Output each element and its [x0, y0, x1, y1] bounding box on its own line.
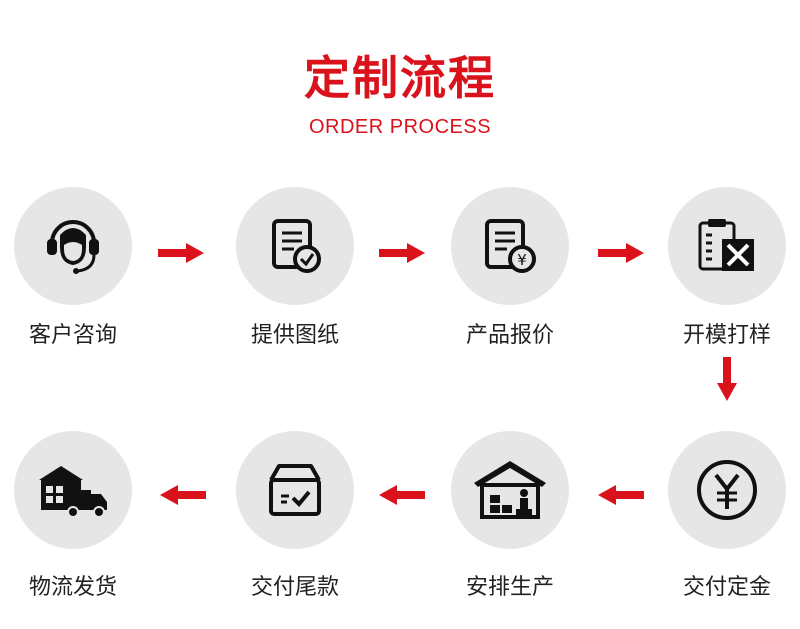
step-label-production: 安排生产 [465, 575, 554, 600]
arrow-left-icon [160, 485, 206, 505]
arrow-right-icon [598, 243, 644, 263]
arrow-down-icon [717, 357, 737, 401]
arrow-right-icon [379, 243, 425, 263]
clipboard-tools-icon [698, 219, 754, 271]
step-label-deposit: 交付定金 [682, 575, 771, 600]
step-label-mold: 开模打样 [682, 323, 771, 348]
step-label-final-payment: 交付尾款 [250, 575, 339, 600]
step-circle-drawings [236, 187, 354, 305]
step-circle-deposit [668, 431, 786, 549]
arrow-right-icon [158, 243, 204, 263]
headset-agent-icon [47, 220, 99, 274]
step-label-drawings: 提供图纸 [250, 323, 339, 348]
step-circle-shipping [14, 431, 132, 549]
document-yen-icon: ¥ [485, 219, 536, 273]
step-circle-final-payment [236, 431, 354, 549]
step-label-shipping: 物流发货 [28, 575, 117, 600]
step-circle-production [451, 431, 569, 549]
svg-text:¥: ¥ [517, 251, 527, 269]
step-circle-quote: ¥ [451, 187, 569, 305]
step-circle-mold [668, 187, 786, 305]
page-title: 定制流程 [304, 51, 496, 105]
step-label-consult: 客户咨询 [28, 323, 117, 348]
step-circle-consult [14, 187, 132, 305]
arrow-left-icon [379, 485, 425, 505]
warehouse-icon [474, 461, 546, 519]
delivery-truck-icon [39, 466, 107, 518]
yen-coin-icon [697, 460, 757, 520]
document-check-icon [272, 219, 321, 273]
page-subtitle: ORDER PROCESS [308, 116, 492, 138]
box-check-icon [269, 464, 321, 516]
step-label-quote: 产品报价 [465, 323, 554, 348]
arrow-left-icon [598, 485, 644, 505]
